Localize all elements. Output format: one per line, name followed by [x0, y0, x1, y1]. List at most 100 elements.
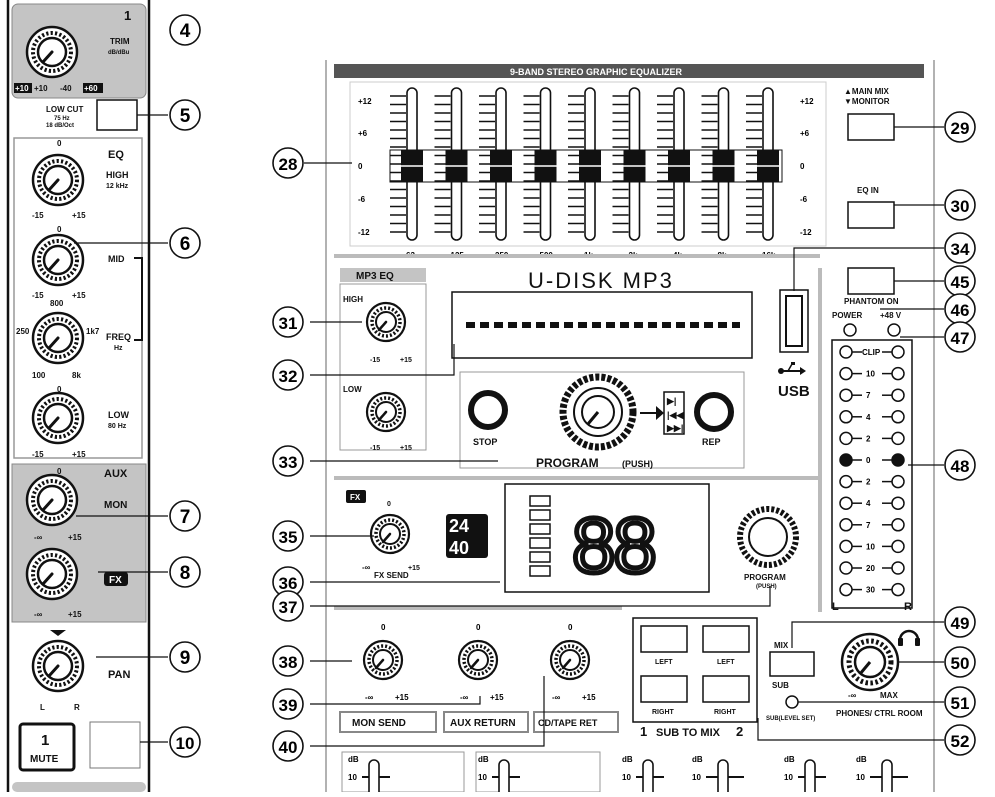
svg-text:LOW: LOW — [343, 385, 362, 394]
svg-text:L: L — [40, 703, 45, 712]
fader-slot[interactable] — [368, 759, 380, 797]
phantom-button[interactable] — [847, 267, 895, 295]
mp3-eq-high-knob[interactable] — [365, 301, 407, 343]
geq-scale-label: -12 — [358, 228, 370, 237]
callout-circle — [169, 500, 201, 532]
geq-scale-label: -6 — [358, 195, 366, 204]
geq-scale-left: +12+60-6-12 — [358, 97, 372, 237]
cd-tape-knob[interactable] — [549, 639, 591, 681]
trim-knob[interactable] — [25, 25, 79, 79]
eq-freq-knob[interactable] — [31, 311, 85, 365]
mute-button[interactable] — [18, 722, 76, 772]
mon-send-knob[interactable] — [362, 639, 404, 681]
svg-text:-15: -15 — [32, 211, 44, 220]
fader-slot[interactable] — [717, 759, 729, 797]
fx-program-knob[interactable] — [737, 506, 799, 568]
fx-program-label: PROGRAM — [744, 573, 786, 582]
callout-number: 6 — [180, 234, 191, 255]
svg-text:10: 10 — [478, 773, 487, 782]
meter-led-right — [891, 539, 905, 554]
eq-high-knob[interactable] — [31, 153, 85, 207]
trim-min-a: +10 — [15, 84, 29, 93]
callout-number: 32 — [279, 367, 298, 386]
phones-knob[interactable] — [840, 632, 900, 692]
callout-number: 51 — [951, 694, 970, 713]
callout-number: 40 — [279, 738, 298, 757]
aux-return-knob[interactable] — [457, 639, 499, 681]
main-mix-monitor-button[interactable] — [847, 113, 895, 141]
mute-led-box — [89, 721, 141, 769]
stop-button[interactable] — [468, 390, 508, 430]
pan-knob[interactable] — [31, 639, 85, 693]
svg-text:10: 10 — [348, 773, 357, 782]
sub2-right-button[interactable] — [702, 675, 750, 703]
svg-text:800: 800 — [50, 299, 64, 308]
sub1-left-button[interactable] — [640, 625, 688, 653]
fader-slot[interactable] — [498, 759, 510, 797]
mp3-eq-low-knob[interactable] — [365, 391, 407, 433]
fx-level-segment — [529, 495, 551, 507]
svg-text:LEFT: LEFT — [655, 659, 673, 666]
meter-label: 30 — [866, 586, 875, 595]
sub-level-led — [785, 695, 799, 709]
svg-text:12 kHz: 12 kHz — [106, 183, 129, 190]
mute-label: MUTE — [30, 754, 59, 765]
eq-in-button[interactable] — [847, 201, 895, 229]
meter-led-right — [891, 345, 905, 359]
svg-text:SUB: SUB — [772, 681, 789, 690]
callout-circle — [272, 520, 304, 552]
svg-text:Hz: Hz — [114, 345, 123, 352]
geq-scale-label: -6 — [800, 195, 808, 204]
svg-text:▶|: ▶| — [666, 396, 676, 406]
svg-text:-∞: -∞ — [362, 563, 371, 572]
callout-circle — [944, 724, 976, 756]
geq-faders[interactable] — [389, 87, 783, 241]
rep-button[interactable] — [694, 392, 734, 432]
channel-number: 1 — [124, 8, 131, 23]
callout-circle — [944, 646, 976, 678]
low-cut-button[interactable] — [96, 99, 138, 131]
fader-slot[interactable] — [804, 759, 816, 797]
eq-low-knob[interactable] — [31, 391, 85, 445]
aux-return-label: AUX RETURN — [450, 718, 516, 729]
aux-fx-knob[interactable] — [25, 547, 79, 601]
fx-send-knob[interactable] — [369, 513, 411, 555]
geq-scale-right: +12+60-6-12 — [800, 97, 814, 237]
eq-mid-label: MID — [108, 254, 125, 264]
fader-slot[interactable] — [881, 759, 893, 797]
callout-circle — [169, 726, 201, 758]
callout-circle — [272, 147, 304, 179]
meter-label: 20 — [866, 564, 875, 573]
aux-mon-knob[interactable] — [25, 473, 79, 527]
fader-slot[interactable] — [642, 759, 654, 797]
svg-text:MIX: MIX — [774, 641, 789, 650]
program-label: PROGRAM — [536, 456, 599, 470]
callout-number: 36 — [279, 574, 298, 593]
svg-text:+15: +15 — [490, 693, 504, 702]
mix-sub-button[interactable] — [769, 651, 815, 677]
mon-send-label: MON SEND — [352, 718, 406, 729]
svg-text:10: 10 — [692, 773, 701, 782]
sub1-right-button[interactable] — [640, 675, 688, 703]
callout-number: 10 — [176, 734, 195, 753]
cd-tape-label: CD/TAPE RET — [538, 718, 598, 728]
svg-text:(PUSH): (PUSH) — [622, 459, 653, 469]
svg-text:10: 10 — [856, 773, 865, 782]
callout-number: 35 — [279, 528, 298, 547]
svg-text:250: 250 — [16, 327, 30, 336]
trim-max-b: +60 — [84, 84, 98, 93]
callouts: 4567891028293031323334353637383940454647… — [169, 14, 976, 762]
meter-led-left — [839, 474, 853, 489]
svg-text:MAX: MAX — [880, 691, 898, 700]
svg-text:LEFT: LEFT — [717, 659, 735, 666]
sub2-left-button[interactable] — [702, 625, 750, 653]
geq-scale-label: +6 — [800, 129, 810, 138]
meter-label: 4 — [866, 413, 871, 422]
svg-text:100: 100 — [32, 371, 46, 380]
headphones-icon — [898, 629, 920, 646]
svg-text:0: 0 — [57, 467, 62, 476]
program-knob[interactable] — [559, 373, 637, 451]
callout-number: 49 — [951, 614, 970, 633]
fx-level-segment — [529, 551, 551, 563]
svg-text:-15: -15 — [370, 357, 380, 364]
